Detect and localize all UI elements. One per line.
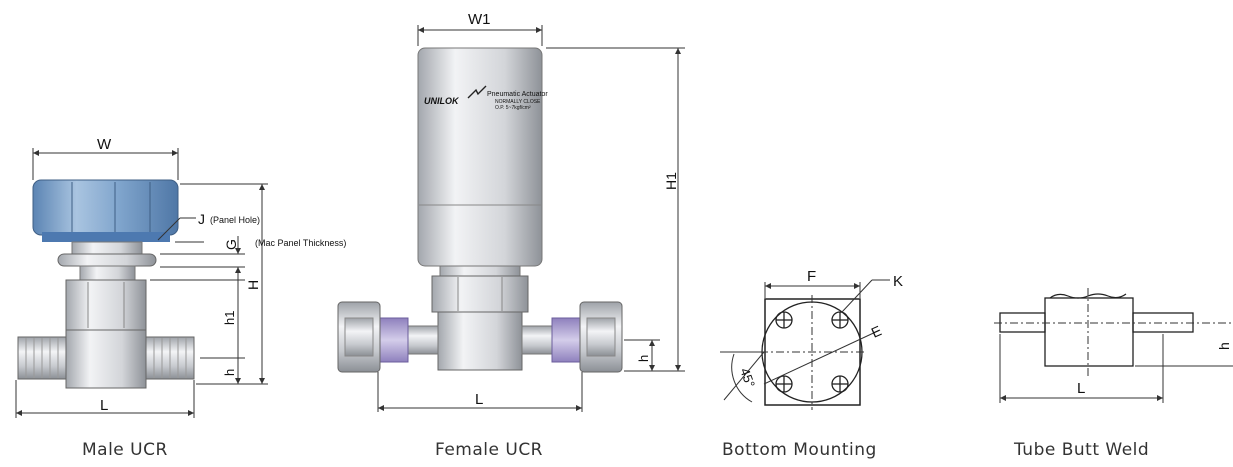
bonnet-nut <box>65 279 147 331</box>
female-dim-h1-big: H1 <box>663 172 679 190</box>
male-dim-h: h <box>222 369 237 376</box>
bottom-mounting-drawing: F K E 45° <box>720 268 903 410</box>
panel-washer <box>57 253 157 267</box>
caption-female-ucr: Female UCR <box>435 440 543 460</box>
actuator-label-3: O.P. 5~7kgf/cm² <box>495 105 531 111</box>
male-ucr-drawing: W L J (Panel Hole) (Mac Panel Thickness)… <box>15 136 346 418</box>
bottom-dim-f: F <box>807 268 816 285</box>
caption-male-ucr: Male UCR <box>82 440 168 460</box>
bottom-dim-e: E <box>869 322 884 340</box>
actuator-brand: UNILOK <box>424 96 460 106</box>
female-bonnet-nut <box>431 275 529 313</box>
bottom-dim-k: K <box>893 273 903 290</box>
actuator-label-1: Pneumatic Actuator <box>487 91 548 98</box>
male-dim-panel-thickness: (Mac Panel Thickness) <box>255 238 346 248</box>
female-dim-w1: W1 <box>468 11 491 28</box>
male-dim-h-big: H <box>245 280 261 290</box>
male-dim-h1: h1 <box>222 311 237 325</box>
bottom-dim-angle: 45° <box>737 366 758 390</box>
actuator-label-2: NORMALLY CLOSE <box>495 99 541 105</box>
tube-dim-l: L <box>1077 380 1085 397</box>
female-ucr-drawing: UNILOK Pneumatic Actuator NORMALLY CLOSE… <box>337 11 685 412</box>
mounting-holes <box>775 311 849 393</box>
caption-tube-butt-weld: Tube Butt Weld <box>1014 440 1150 460</box>
female-valve-body <box>437 311 523 371</box>
male-dim-w: W <box>97 136 112 153</box>
valve-body <box>65 329 147 389</box>
tube-dim-h: h <box>1216 342 1232 350</box>
male-dim-l: L <box>100 397 108 414</box>
male-dim-panel-hole: (Panel Hole) <box>210 215 260 225</box>
female-dim-l: L <box>475 391 483 408</box>
tube-body <box>1044 297 1134 367</box>
male-dim-j: J <box>198 211 205 227</box>
caption-bottom-mounting: Bottom Mounting <box>722 440 877 460</box>
male-dim-g: G <box>223 239 239 250</box>
tube-butt-weld-drawing: L h <box>994 288 1233 403</box>
handle-nut <box>32 179 179 236</box>
female-dim-h: h <box>636 355 651 362</box>
actuator-cylinder <box>417 47 543 267</box>
